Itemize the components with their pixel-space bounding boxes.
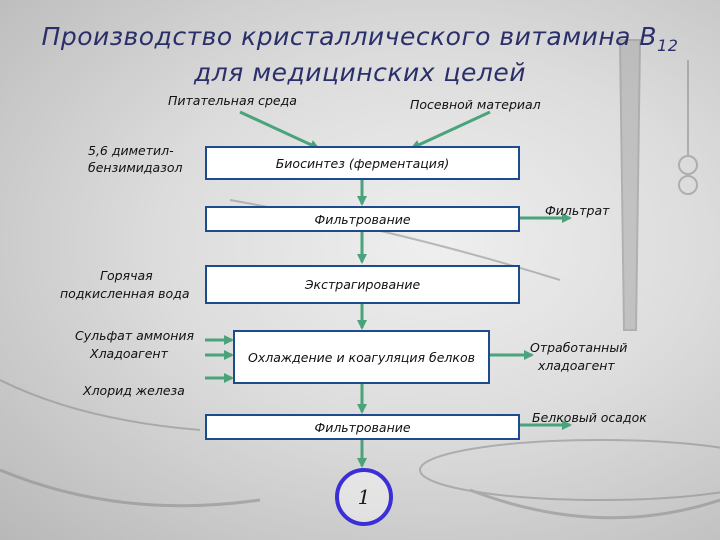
label-spent-coolant-line2: хладоагент	[538, 358, 615, 373]
end-marker-circle: 1	[335, 468, 393, 526]
arrow-nutrient-medium	[239, 110, 320, 150]
label-hot-water-line2: подкисленная вода	[60, 286, 190, 301]
step-cooling-coagulation: Охлаждение и коагуляция белков	[233, 330, 490, 384]
label-coolant: Хладоагент	[90, 346, 168, 361]
step-extraction: Экстрагирование	[205, 265, 520, 304]
step-biosynthesis: Биосинтез (ферментация)	[205, 146, 520, 180]
label-dimethyl-line2: бензимидазол	[88, 160, 183, 175]
title-line2: для медицинских целей	[194, 58, 526, 87]
label-ammonium-sulfate: Сульфат аммония	[75, 328, 195, 343]
label-spent-coolant-line1: Отработанный	[530, 340, 628, 355]
label-seed-material: Посевной материал	[410, 97, 541, 112]
page-title: Производство кристаллического витамина B…	[0, 22, 720, 61]
label-iron-chloride: Хлорид железа	[83, 383, 185, 398]
label-nutrient-medium: Питательная среда	[168, 93, 297, 108]
label-protein-sediment: Белковый осадок	[532, 410, 647, 425]
label-filtrate: Фильтрат	[545, 203, 610, 218]
title-line1: Производство кристаллического витамина B	[41, 22, 658, 51]
step-filtration-2: Фильтрование	[205, 414, 520, 440]
title-subscript: 12	[657, 36, 679, 55]
step-filtration-1: Фильтрование	[205, 206, 520, 232]
label-dimethyl-line1: 5,6 диметил-	[88, 143, 174, 158]
arrow-seed-material	[410, 110, 491, 150]
label-hot-water-line1: Горячая	[100, 268, 153, 283]
